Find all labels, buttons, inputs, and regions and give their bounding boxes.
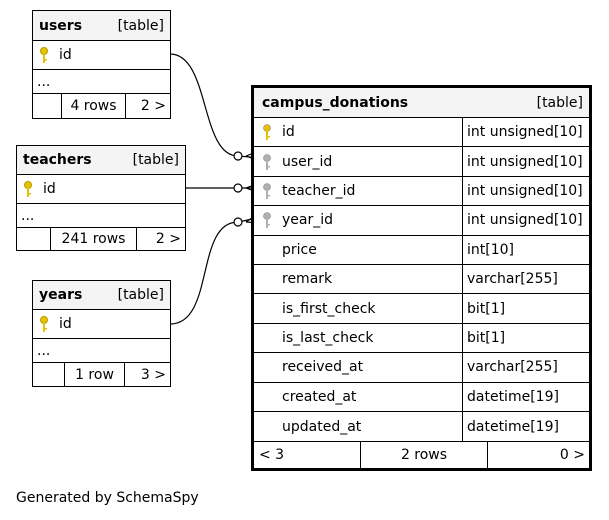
ellipsis-row: ... xyxy=(33,339,170,363)
table-header: users [table] xyxy=(33,11,170,41)
column-row[interactable]: is_last_check bit[1] xyxy=(254,323,589,354)
table-footer: < 3 2 rows 0 > xyxy=(254,441,589,469)
column-type: int unsigned[10] xyxy=(462,206,589,235)
table-header: years [table] xyxy=(33,281,170,310)
table-footer: 4 rows 2 > xyxy=(33,94,170,118)
column-row[interactable]: price int[10] xyxy=(254,235,589,265)
column-row[interactable]: id xyxy=(17,175,185,204)
children-link[interactable]: 3 > xyxy=(124,363,170,386)
column-type: int unsigned[10] xyxy=(462,176,589,206)
primary-key-icon xyxy=(262,123,276,141)
column-row[interactable]: id xyxy=(33,41,170,70)
table-name: teachers xyxy=(23,152,92,168)
column-type: datetime[19] xyxy=(462,411,589,442)
column-row[interactable]: is_first_check bit[1] xyxy=(254,294,589,324)
column-name: created_at xyxy=(282,388,357,405)
row-count: 4 rows xyxy=(61,94,125,118)
row-count: 2 rows xyxy=(360,442,487,469)
edge-years-year-id xyxy=(169,216,263,325)
edge-optional-marker xyxy=(233,183,243,193)
table-users[interactable]: users [table] id ... 4 rows 2 > xyxy=(32,10,171,119)
column-name: id xyxy=(59,47,72,63)
table-years[interactable]: years [table] id ... 1 row 3 > xyxy=(32,280,171,387)
table-tag: [table] xyxy=(536,94,583,111)
column-name: price xyxy=(282,241,317,258)
column-type: varchar[255] xyxy=(462,353,589,382)
column-type: int unsigned[10] xyxy=(462,118,589,147)
generated-by-label: Generated by SchemaSpy xyxy=(16,490,199,506)
primary-key-icon xyxy=(23,180,37,198)
table-tag: [table] xyxy=(117,17,164,34)
column-row[interactable]: created_at datetime[19] xyxy=(254,382,589,412)
primary-key-icon xyxy=(39,315,53,333)
column-type: int unsigned[10] xyxy=(462,147,589,176)
table-campus-donations[interactable]: campus_donations [table] id int unsigned[… xyxy=(251,85,592,472)
column-name: teacher_id xyxy=(282,182,356,199)
column-row[interactable]: id int unsigned[10] xyxy=(254,118,589,148)
column-type: int[10] xyxy=(462,235,589,264)
table-tag: [table] xyxy=(132,152,179,168)
foreign-key-icon xyxy=(262,153,276,171)
children-link[interactable]: 2 > xyxy=(136,228,185,250)
edge-users-user-id xyxy=(169,53,263,159)
column-type: bit[1] xyxy=(462,294,589,323)
table-footer: 1 row 3 > xyxy=(33,363,170,386)
column-name: id xyxy=(59,316,72,332)
column-type: bit[1] xyxy=(462,323,589,353)
ellipsis-row: ... xyxy=(17,204,185,228)
ellipsis-row: ... xyxy=(33,70,170,94)
table-header: campus_donations [table] xyxy=(254,88,589,118)
table-header: teachers [table] xyxy=(17,146,185,175)
row-count: 1 row xyxy=(64,363,124,386)
column-row[interactable]: user_id int unsigned[10] xyxy=(254,147,589,177)
table-name: users xyxy=(39,17,83,34)
column-name: is_last_check xyxy=(282,329,374,346)
column-name: received_at xyxy=(282,359,364,376)
column-name: id xyxy=(282,124,295,141)
table-footer: 241 rows 2 > xyxy=(17,228,185,250)
row-count: 241 rows xyxy=(50,228,136,250)
edge-optional-marker xyxy=(233,217,243,227)
column-row[interactable]: updated_at datetime[19] xyxy=(254,411,589,442)
table-name: campus_donations xyxy=(262,94,409,111)
column-row[interactable]: teacher_id int unsigned[10] xyxy=(254,176,589,207)
column-type: varchar[255] xyxy=(462,264,589,294)
column-name: id xyxy=(43,181,56,197)
foreign-key-icon xyxy=(262,211,276,229)
column-name: updated_at xyxy=(282,418,362,435)
edge-optional-marker xyxy=(233,151,243,161)
children-link[interactable]: 0 > xyxy=(487,442,589,469)
foreign-key-icon xyxy=(262,182,276,200)
column-row[interactable]: remark varchar[255] xyxy=(254,264,589,295)
table-name: years xyxy=(39,287,83,303)
column-name: user_id xyxy=(282,153,333,170)
column-name: year_id xyxy=(282,212,334,229)
table-teachers[interactable]: teachers [table] id ... 241 rows 2 > xyxy=(16,145,186,251)
column-row[interactable]: year_id int unsigned[10] xyxy=(254,206,589,236)
column-name: is_first_check xyxy=(282,300,376,317)
parents-link[interactable]: < 3 xyxy=(259,447,285,464)
column-row[interactable]: id xyxy=(33,310,170,339)
column-name: remark xyxy=(282,271,333,288)
table-tag: [table] xyxy=(117,287,164,303)
primary-key-icon xyxy=(39,46,53,64)
children-link[interactable]: 2 > xyxy=(125,94,170,118)
column-row[interactable]: received_at varchar[255] xyxy=(254,353,589,383)
column-type: datetime[19] xyxy=(462,382,589,411)
